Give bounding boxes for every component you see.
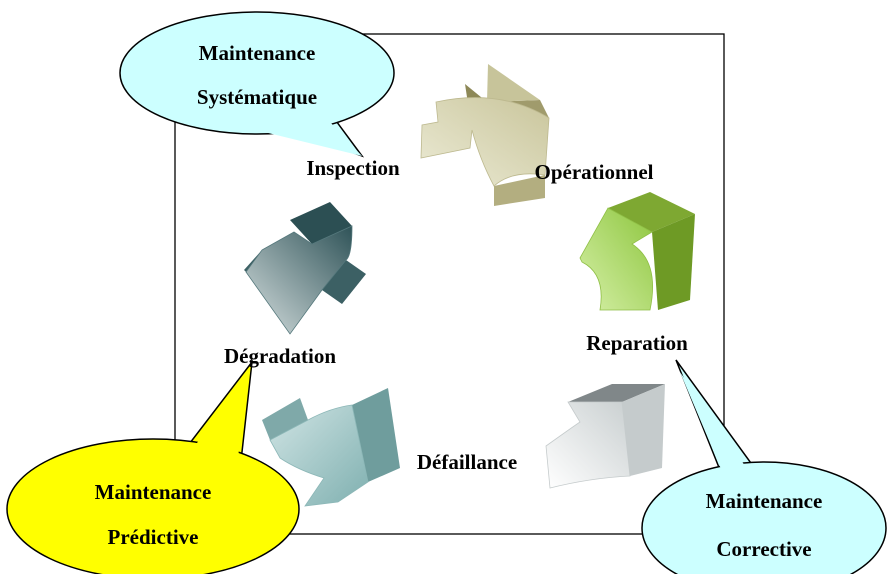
- arrow-operationnel: [420, 64, 550, 206]
- stage-defaillance-label: Défaillance: [417, 450, 517, 474]
- callout-predictive: Maintenance Prédictive: [6, 359, 300, 574]
- arrow-defaillance: [262, 388, 400, 507]
- stage-operationnel-label: Opérationnel: [535, 160, 654, 184]
- callout-systematique-line1: Maintenance: [199, 41, 316, 65]
- stage-degradation-label: Dégradation: [224, 344, 336, 368]
- stage-reparation-label: Reparation: [586, 331, 688, 355]
- callout-systematique: Maintenance Systématique: [119, 11, 395, 158]
- callout-predictive-line2: Prédictive: [108, 525, 199, 549]
- stage-inspection-label: Inspection: [306, 156, 400, 180]
- callout-corrective: Maintenance Corrective: [641, 359, 887, 574]
- callout-predictive-line1: Maintenance: [95, 480, 212, 504]
- callout-corrective-line2: Corrective: [716, 537, 811, 561]
- callout-corrective-line1: Maintenance: [706, 489, 823, 513]
- arrow-degradation: [244, 202, 366, 335]
- callout-systematique-line2: Systématique: [197, 85, 317, 109]
- arrow-reparation-bottom: [545, 384, 665, 489]
- cycle-frame: [174, 33, 725, 535]
- arrow-reparation: [579, 192, 695, 311]
